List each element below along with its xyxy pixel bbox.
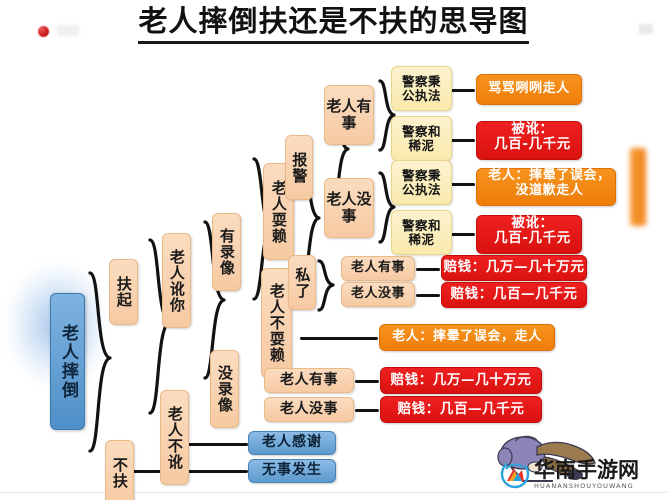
node-hurt-private[interactable]: 老人有事 — [341, 256, 415, 281]
node-outcome-misunderstand-leave[interactable]: 老人：摔晕了误会，走人 — [379, 324, 555, 351]
node-root[interactable]: 老人摔倒 — [50, 293, 85, 430]
watermark: 华南手游网 HUANANSHOUYOUWANG — [500, 459, 639, 489]
line-noaccuse-to-thanks — [184, 443, 248, 446]
node-not-shameless-label: 老人不耍赖 — [267, 283, 286, 363]
orange-bar-artifact — [630, 148, 646, 226]
node-outcome-extort-1[interactable]: 被讹： 几百-几千元 — [476, 121, 582, 160]
node-outcome-pay-small-2-label: 赔钱：几百—几千元 — [397, 400, 525, 417]
node-outcome-thanks-label: 老人感谢 — [262, 434, 322, 451]
title-wrap: 老人摔倒扶还是不扶的思导图 — [0, 5, 667, 44]
node-video-label: 有录像 — [217, 228, 236, 276]
node-outcome-pay-big-1[interactable]: 赔钱：几万—几十万元 — [441, 255, 587, 281]
connector-ok1-split — [378, 171, 396, 244]
connector-private-split — [317, 259, 335, 312]
red-dot-marker — [38, 26, 49, 37]
corner-smudge — [639, 24, 653, 34]
node-call-police[interactable]: 报警 — [285, 135, 313, 200]
page-title: 老人摔倒扶还是不扶的思导图 — [138, 5, 529, 44]
line-ok2-to-paysmall2 — [355, 409, 379, 412]
node-outcome-pay-big-2[interactable]: 赔钱：几万—几十万元 — [380, 367, 542, 394]
gray-smudge — [57, 25, 79, 36]
node-outcome-extort-1-line2: 几百-几千元 — [494, 136, 571, 153]
node-police-mud-2-line2: 稀泥 — [408, 231, 435, 247]
node-hurt-police[interactable]: 老人有事 — [324, 85, 374, 145]
watermark-name: 华南手游网 — [534, 457, 639, 482]
node-no-help-label: 不扶 — [110, 457, 129, 489]
node-police-fair-2-line2: 公执法 — [401, 181, 441, 197]
node-outcome-extort-2[interactable]: 被讹： 几百-几千元 — [476, 215, 582, 254]
node-ok-private-label: 老人没事 — [350, 286, 405, 302]
node-outcome-misunderstand-leave-label: 老人：摔晕了误会，走人 — [392, 329, 542, 345]
line-hurt2-to-paybig2 — [355, 380, 379, 383]
node-outcome-misunderstand-noapology[interactable]: 老人：摔晕了误会， 没道歉走人 — [476, 168, 616, 206]
node-private-settle[interactable]: 私了 — [288, 255, 316, 310]
node-hurt-novideo[interactable]: 老人有事 — [264, 368, 354, 393]
node-call-police-label: 报警 — [290, 151, 309, 184]
node-help[interactable]: 扶起 — [109, 259, 138, 325]
node-accuse[interactable]: 老人讹你 — [162, 233, 191, 328]
node-outcome-scold-leave[interactable]: 骂骂咧咧走人 — [476, 74, 582, 105]
node-police-fair-1-line1: 警察秉 — [401, 73, 441, 89]
line-notshameless-to-misund — [300, 337, 378, 340]
node-outcome-pay-small-1[interactable]: 赔钱：几百—几千元 — [441, 282, 587, 308]
node-no-video[interactable]: 没录像 — [210, 350, 239, 428]
watermark-pinyin: HUANANSHOUYOUWANG — [534, 481, 634, 490]
node-ok-novideo[interactable]: 老人没事 — [264, 397, 354, 422]
node-outcome-extort-2-line1: 被讹： — [511, 215, 554, 231]
node-police-fair-2-line1: 警察秉 — [401, 167, 441, 183]
connector-root-split — [88, 271, 112, 453]
node-no-video-label: 没录像 — [215, 365, 234, 413]
node-police-mud-2-line1: 警察和 — [401, 217, 441, 233]
node-police-fair-1-line2: 公执法 — [401, 87, 441, 103]
node-outcome-extort-2-line2: 几百-几千元 — [494, 230, 571, 247]
node-outcome-misunderstand-noapology-line2: 没道歉走人 — [515, 182, 584, 198]
node-ok-police-label: 老人没事 — [326, 190, 372, 225]
node-no-help[interactable]: 不扶 — [105, 440, 134, 500]
line-fair2-to-misund — [451, 183, 475, 186]
node-outcome-misunderstand-noapology-line1: 老人：摔晕了误会， — [488, 168, 611, 183]
line-mud2-to-extort2 — [451, 233, 475, 236]
node-police-mud-1-line2: 稀泥 — [408, 137, 435, 153]
node-outcome-nothing[interactable]: 无事发生 — [248, 459, 336, 483]
node-ok-police[interactable]: 老人没事 — [324, 178, 374, 238]
node-police-fair-2[interactable]: 警察秉 公执法 — [391, 160, 452, 205]
node-outcome-extort-1-line1: 被讹： — [511, 121, 554, 137]
line-nohelp-to-nothing — [132, 470, 248, 473]
watermark-logo-icon — [500, 459, 530, 489]
node-police-mud-1[interactable]: 警察和 稀泥 — [391, 116, 452, 161]
node-root-label: 老人摔倒 — [58, 323, 79, 400]
watermark-text: 华南手游网 HUANANSHOUYOUWANG — [534, 457, 639, 490]
node-video[interactable]: 有录像 — [212, 213, 241, 291]
node-outcome-nothing-label: 无事发生 — [262, 462, 322, 479]
node-hurt-private-label: 老人有事 — [350, 260, 405, 276]
line-fair1-to-scold — [451, 89, 475, 92]
node-help-label: 扶起 — [114, 276, 133, 308]
node-outcome-thanks[interactable]: 老人感谢 — [248, 431, 336, 455]
node-no-accuse-label: 老人不讹 — [165, 405, 184, 470]
node-ok-private[interactable]: 老人没事 — [341, 282, 415, 307]
node-police-mud-1-line1: 警察和 — [401, 123, 441, 139]
line-ok-to-paysmall1 — [416, 294, 440, 297]
bottom-divider — [0, 492, 667, 493]
node-outcome-pay-big-2-label: 赔钱：几万—几十万元 — [390, 371, 532, 388]
node-private-settle-label: 私了 — [293, 266, 312, 299]
node-no-accuse[interactable]: 老人不讹 — [160, 390, 189, 485]
node-ok-novideo-label: 老人没事 — [280, 400, 338, 417]
node-hurt-police-label: 老人有事 — [326, 97, 372, 132]
line-hurt-to-paybig1 — [416, 268, 440, 271]
connector-hurt1-split — [378, 79, 396, 152]
node-outcome-pay-small-1-label: 赔钱：几百—几千元 — [450, 286, 578, 303]
node-outcome-scold-leave-label: 骂骂咧咧走人 — [488, 81, 570, 97]
node-accuse-label: 老人讹你 — [167, 248, 186, 313]
fallen-person-illustration — [497, 435, 596, 482]
node-outcome-pay-small-2[interactable]: 赔钱：几百—几千元 — [380, 396, 542, 423]
line-mud1-to-extort1 — [451, 139, 475, 142]
node-outcome-pay-big-1-label: 赔钱：几万—几十万元 — [443, 259, 585, 276]
node-hurt-novideo-label: 老人有事 — [280, 371, 338, 388]
node-police-mud-2[interactable]: 警察和 稀泥 — [391, 210, 452, 255]
node-shameless[interactable]: 老人耍赖 — [263, 163, 294, 260]
node-police-fair-1[interactable]: 警察秉 公执法 — [391, 66, 452, 111]
node-shameless-label: 老人耍赖 — [269, 179, 288, 244]
